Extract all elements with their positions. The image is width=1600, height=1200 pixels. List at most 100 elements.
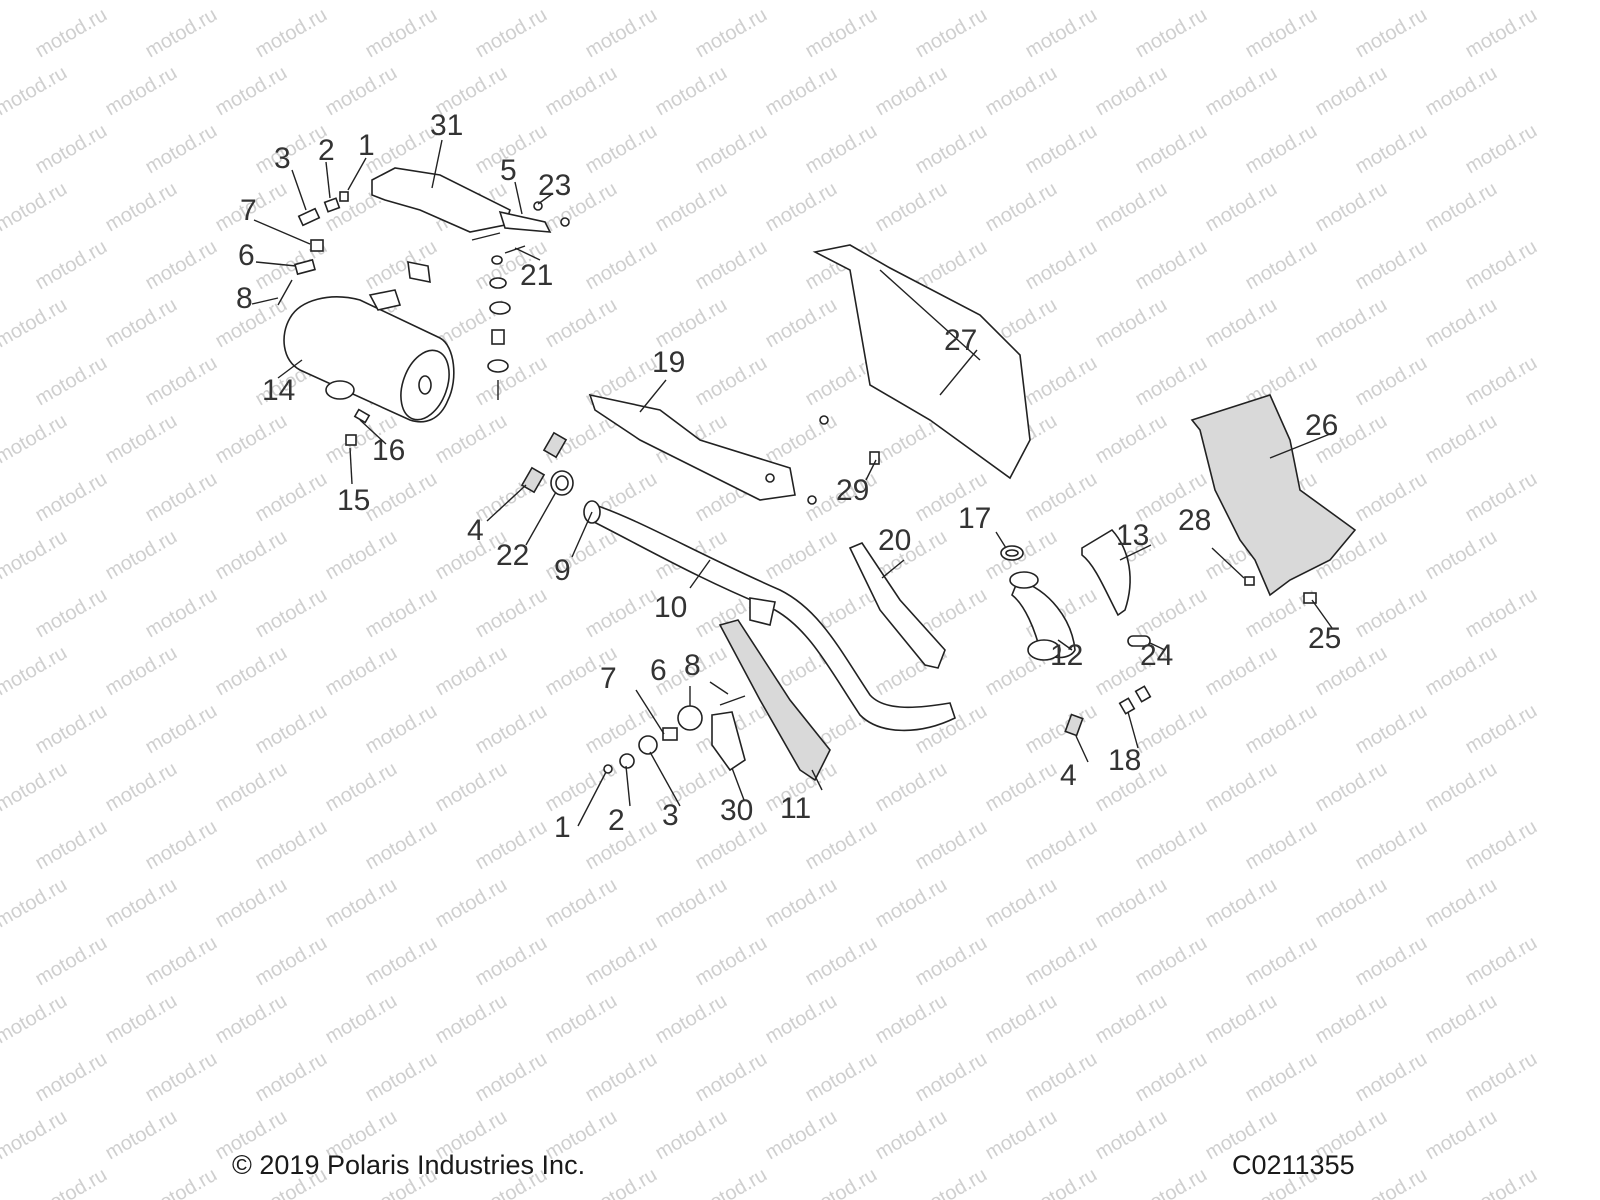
watermark-text: motod.ru: [542, 0, 621, 4]
watermark-text: motod.ru: [1202, 62, 1281, 121]
watermark-text: motod.ru: [652, 1106, 731, 1165]
watermark-text: motod.ru: [0, 410, 71, 469]
watermark-text: motod.ru: [362, 468, 441, 527]
watermark-text: motod.ru: [762, 410, 841, 469]
watermark-text: motod.ru: [102, 990, 181, 1049]
watermark-text: motod.ru: [472, 352, 551, 411]
watermark-text: motod.ru: [1022, 352, 1101, 411]
watermark-text: motod.ru: [0, 178, 71, 237]
watermark-text: motod.ru: [0, 120, 1, 179]
watermark-text: motod.ru: [32, 1048, 111, 1107]
watermark-text: motod.ru: [1092, 874, 1171, 933]
watermark-text: motod.ru: [1462, 236, 1541, 295]
watermark-text: motod.ru: [652, 0, 731, 4]
watermark-text: motod.ru: [1022, 120, 1101, 179]
watermark-text: motod.ru: [142, 120, 221, 179]
watermark-text: motod.ru: [252, 584, 331, 643]
watermark-text: motod.ru: [142, 584, 221, 643]
watermark-text: motod.ru: [0, 294, 71, 353]
watermark-text: motod.ru: [872, 0, 951, 4]
watermark-text: motod.ru: [0, 526, 71, 585]
watermark-text: motod.ru: [872, 874, 951, 933]
watermark-text: motod.ru: [1022, 4, 1101, 63]
callout-30: 30: [720, 794, 753, 827]
watermark-text: motod.ru: [362, 1048, 441, 1107]
watermark-text: motod.ru: [432, 0, 511, 4]
watermark-text: motod.ru: [802, 4, 881, 63]
watermark-text: motod.ru: [1242, 120, 1321, 179]
watermark-text: motod.ru: [1422, 642, 1501, 701]
watermark-text: motod.ru: [362, 816, 441, 875]
watermark-text: motod.ru: [582, 4, 661, 63]
watermark-text: motod.ru: [322, 526, 401, 585]
callout-12: 12: [1050, 639, 1083, 672]
watermark-text: motod.ru: [1422, 874, 1501, 933]
callout-26: 26: [1305, 409, 1338, 442]
callout-6: 6: [650, 654, 667, 687]
watermark-text: motod.ru: [652, 294, 731, 353]
watermark-text: motod.ru: [582, 236, 661, 295]
watermark-text: motod.ru: [252, 700, 331, 759]
watermark-text: motod.ru: [1092, 294, 1171, 353]
watermark-text: motod.ru: [432, 642, 511, 701]
watermark-text: motod.ru: [1132, 1164, 1211, 1200]
callout-15: 15: [337, 484, 370, 517]
exhaust-pipe-10: [583, 500, 956, 732]
watermark-text: motod.ru: [252, 468, 331, 527]
callout-2: 2: [318, 134, 335, 167]
watermark-text: motod.ru: [982, 874, 1061, 933]
watermark-text: motod.ru: [1312, 178, 1391, 237]
watermark-text: motod.ru: [1352, 932, 1431, 991]
watermark-text: motod.ru: [872, 62, 951, 121]
watermark-text: motod.ru: [432, 990, 511, 1049]
watermark-text: motod.ru: [1352, 700, 1431, 759]
callout-9: 9: [554, 554, 571, 587]
watermark-text: motod.ru: [322, 0, 401, 4]
watermark-text: motod.ru: [1462, 584, 1541, 643]
watermark-text: motod.ru: [212, 642, 291, 701]
watermark-text: motod.ru: [1312, 294, 1391, 353]
callout-17: 17: [958, 502, 991, 535]
watermark-text: motod.ru: [762, 178, 841, 237]
callout-6: 6: [238, 239, 255, 272]
watermark-text: motod.ru: [912, 4, 991, 63]
heat-shield-26: [1190, 394, 1357, 597]
watermark-text: motod.ru: [1312, 0, 1391, 4]
callout-29: 29: [836, 474, 869, 507]
bracket-assembly-30: [603, 695, 746, 774]
watermark-text: motod.ru: [32, 1164, 111, 1200]
watermark-text: motod.ru: [0, 932, 1, 991]
watermark-text: motod.ru: [32, 4, 111, 63]
watermark-text: motod.ru: [912, 1164, 991, 1200]
watermark-text: motod.ru: [1462, 120, 1541, 179]
watermark-text: motod.ru: [32, 816, 111, 875]
watermark-text: motod.ru: [982, 1106, 1061, 1165]
watermark-text: motod.ru: [582, 932, 661, 991]
watermark-text: motod.ru: [802, 1048, 881, 1107]
watermark-text: motod.ru: [1352, 4, 1431, 63]
watermark-text: motod.ru: [1352, 816, 1431, 875]
callout-28: 28: [1178, 504, 1211, 537]
watermark-text: motod.ru: [982, 62, 1061, 121]
watermark-text: motod.ru: [1202, 874, 1281, 933]
watermark-text: motod.ru: [1312, 758, 1391, 817]
watermark-text: motod.ru: [1132, 700, 1211, 759]
watermark-text: motod.ru: [1422, 758, 1501, 817]
watermark-text: motod.ru: [432, 410, 511, 469]
callout-3: 3: [274, 142, 291, 175]
heat-shield-27: [812, 244, 1031, 480]
watermark-text: motod.ru: [762, 874, 841, 933]
watermark-text: motod.ru: [472, 932, 551, 991]
watermark-text: motod.ru: [1092, 62, 1171, 121]
watermark-text: motod.ru: [1422, 0, 1501, 4]
watermark-text: motod.ru: [982, 990, 1061, 1049]
watermark-text: motod.ru: [0, 4, 1, 63]
watermark-text: motod.ru: [1352, 120, 1431, 179]
watermark-text: motod.ru: [1422, 62, 1501, 121]
callout-25: 25: [1308, 622, 1341, 655]
callout-3: 3: [662, 799, 679, 832]
watermark-text: motod.ru: [692, 352, 771, 411]
watermark-text: motod.ru: [1242, 236, 1321, 295]
watermark-text: motod.ru: [1352, 584, 1431, 643]
watermark-text: motod.ru: [1422, 294, 1501, 353]
